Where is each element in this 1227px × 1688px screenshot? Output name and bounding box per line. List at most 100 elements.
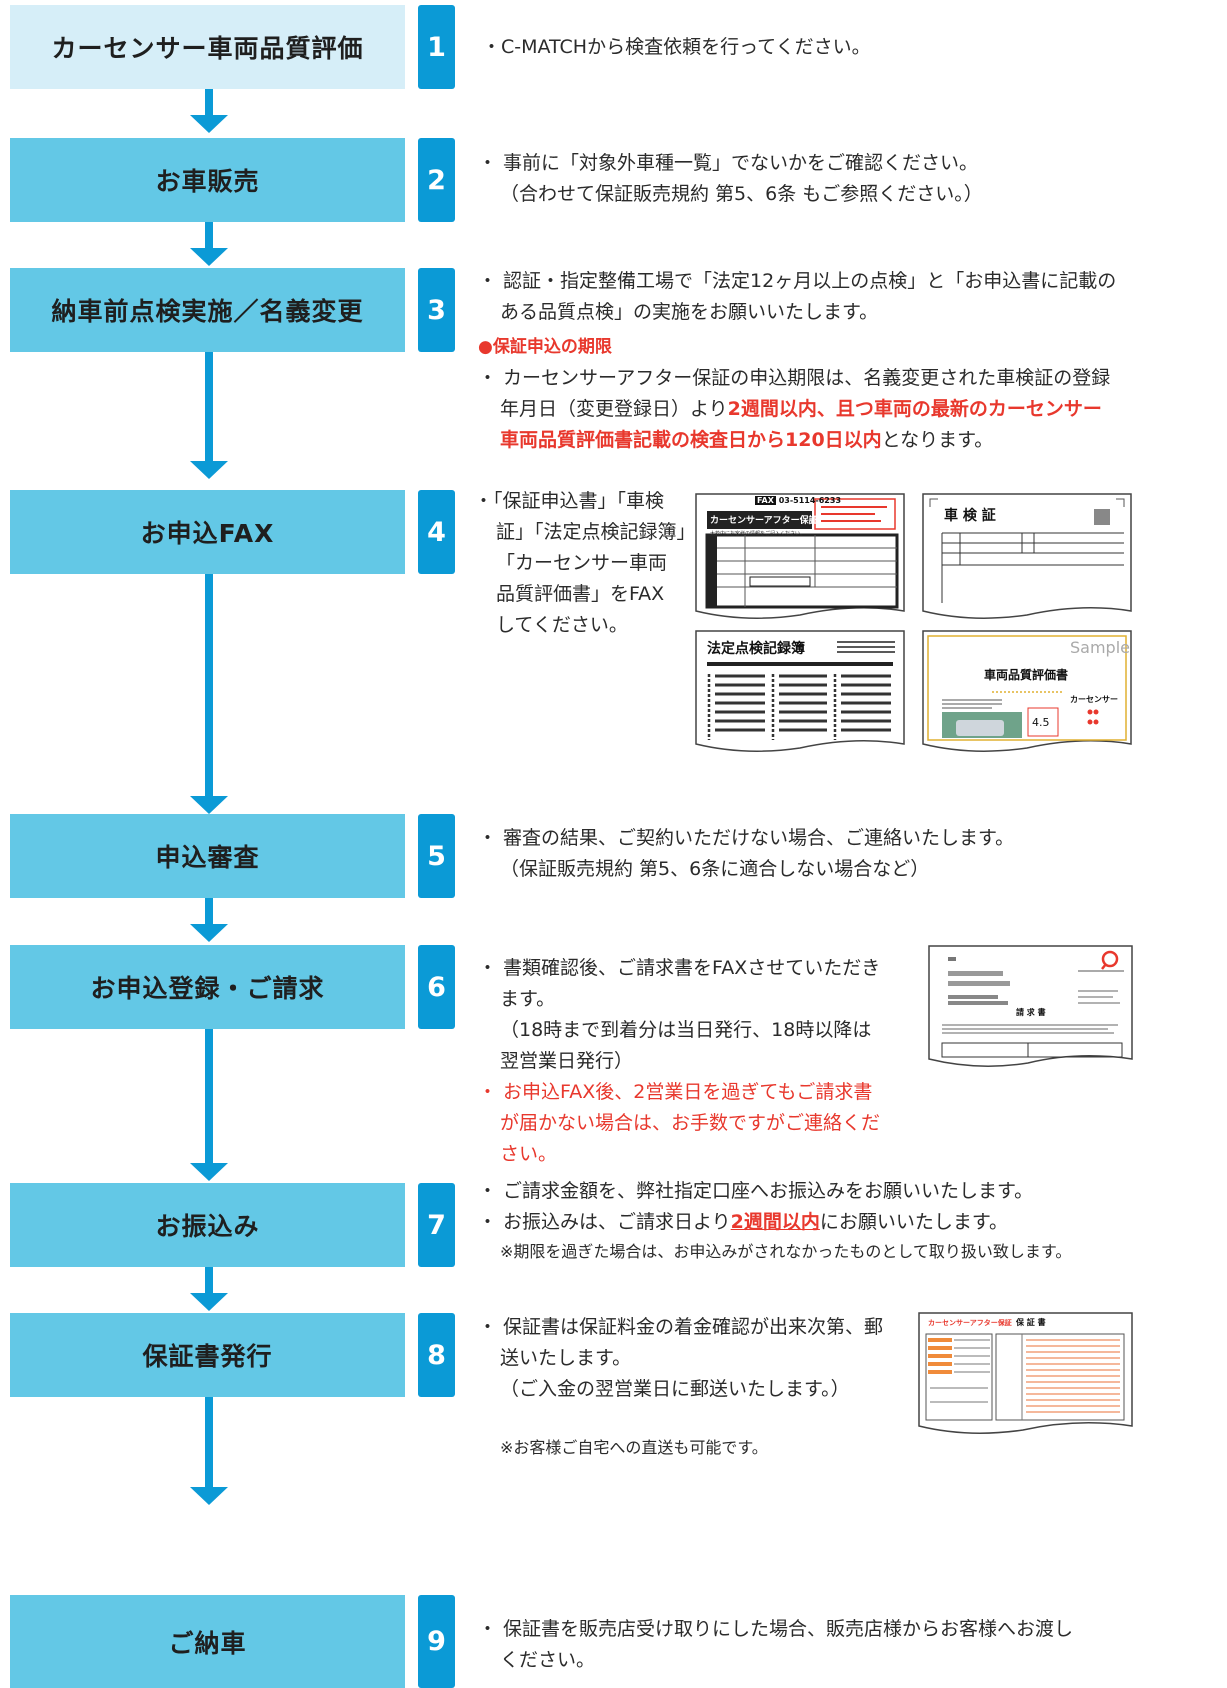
- step6-description: ・ 書類確認後、ご請求書をFAXさせていただき ます。 （18時まで到着分は当日…: [478, 953, 880, 1170]
- fax-application-form-thumbnail: FAX 03-5114-6233 カーセンサーアフター保証 太枠内にお客様の情報…: [695, 493, 905, 621]
- step-title: 申込審査: [155, 843, 260, 872]
- text-line: してください。: [496, 614, 628, 636]
- text-line: 年月日（変更登録日）より2週間以内、且つ車両の最新のカーセンサー: [478, 394, 1116, 425]
- inspection-record-graphic: [695, 630, 905, 752]
- step-box-4: お申込FAX: [10, 490, 405, 574]
- text-line: 送いたします。: [500, 1347, 632, 1369]
- flow-arrow-head: [190, 461, 228, 479]
- step3-description: ・ 認証・指定整備工場で「法定12ヶ月以上の点検」と「お申込書に記載の ある品質…: [478, 266, 1116, 456]
- flow-arrow-shaft: [205, 1267, 213, 1293]
- step4-description: ・「保証申込書」「車検 証」「法定点検記録簿」 「カーセンサー車両 品質評価書」…: [474, 486, 696, 641]
- text-line: ・ 保証書を販売店受け取りにした場合、販売店様からお客様へお渡し: [478, 1618, 1074, 1640]
- text-line: 証」「法定点検記録簿」: [496, 521, 696, 543]
- step-box-5: 申込審査: [10, 814, 405, 898]
- flow-arrow-shaft: [205, 1029, 213, 1163]
- step-number-4: 4: [418, 490, 455, 574]
- text-line: ・ 審査の結果、ご契約いただけない場合、ご連絡いたします。: [478, 827, 1015, 849]
- step-title: お申込FAX: [140, 519, 275, 548]
- invoice-graphic: [928, 945, 1133, 1067]
- text-line: ・ 事前に「対象外車種一覧」でないかをご確認ください。: [478, 152, 979, 174]
- shaken-title: 車 検 証: [944, 508, 996, 524]
- text-line: ます。: [500, 988, 556, 1010]
- warning-line: さい。: [500, 1143, 558, 1165]
- flow-arrow-head: [190, 248, 228, 266]
- step-title: カーセンサー車両品質評価: [51, 34, 364, 63]
- text-line: （ご入金の翌営業日に郵送いたします。）: [500, 1378, 850, 1400]
- warning-line: が届かない場合は、お手数ですがご連絡くだ: [500, 1112, 881, 1134]
- text-span: ・ お振込みは、ご請求日より: [478, 1211, 731, 1233]
- text-line: ・ 認証・指定整備工場で「法定12ヶ月以上の点検」と「お申込書に記載の: [478, 270, 1117, 292]
- flow-arrow-shaft: [205, 1397, 213, 1487]
- step7-description: ・ ご請求金額を、弊社指定口座へお振込みをお願いいたします。 ・ お振込みは、ご…: [478, 1176, 1071, 1266]
- fax-form-header: カーセンサーアフター保証: [710, 516, 818, 526]
- text-line: ・ 書類確認後、ご請求書をFAXさせていただき: [478, 957, 881, 979]
- warning-line: ・ お申込FAX後、2営業日を過ぎてもご請求書: [478, 1081, 873, 1103]
- note-text: ※お客様ご自宅への直送も可能です。: [500, 1438, 768, 1457]
- step-number-3: 3: [418, 268, 455, 352]
- deadline-emphasis: 2週間以内: [730, 1211, 820, 1233]
- step-box-1: カーセンサー車両品質評価: [10, 5, 405, 89]
- evaluation-score: 4.5: [1032, 716, 1050, 729]
- guarantee-certificate-graphic: [918, 1312, 1133, 1434]
- step-number-1: 1: [418, 5, 455, 89]
- quality-evaluation-title: 車両品質評価書: [984, 668, 1069, 682]
- step-number-6: 6: [418, 945, 455, 1029]
- step8-note: ※お客様ご自宅への直送も可能です。: [500, 1432, 768, 1463]
- step9-description: ・ 保証書を販売店受け取りにした場合、販売店様からお客様へお渡し ください。: [478, 1614, 1073, 1676]
- text-line: （合わせて保証販売規約 第5、6条 もご参照ください。）: [500, 183, 983, 205]
- flow-arrow-shaft: [205, 898, 213, 924]
- shaken-certificate-thumbnail: 車 検 証: [922, 493, 1132, 621]
- step-number-5: 5: [418, 814, 455, 898]
- step-number-8: 8: [418, 1313, 455, 1397]
- step-title: お申込登録・ご請求: [90, 974, 325, 1003]
- quality-evaluation-graphic: [922, 630, 1132, 752]
- step2-description: ・ 事前に「対象外車種一覧」でないかをご確認ください。 （合わせて保証販売規約 …: [478, 148, 983, 210]
- fax-number: FAX 03-5114-6233: [755, 496, 841, 505]
- step-title: 納車前点検実施／名義変更: [51, 297, 364, 326]
- step-number-9: 9: [418, 1595, 455, 1688]
- text-line: 「カーセンサー車両: [496, 552, 668, 574]
- certificate-header: カーセンサーアフター保証: [928, 1319, 1012, 1327]
- inspection-record-thumbnail: 法定点検記録簿: [695, 630, 905, 754]
- step5-description: ・ 審査の結果、ご契約いただけない場合、ご連絡いたします。 （保証販売規約 第5…: [478, 823, 1014, 885]
- note-text: ※期限を過ぎた場合は、お申込みがされなかったものとして取り扱い致します。: [500, 1242, 1072, 1261]
- step-number-7: 7: [418, 1183, 455, 1267]
- quality-evaluation-thumbnail: Sample 車両品質評価書 カーセンサー 4.5: [922, 630, 1132, 754]
- step-title: 保証書発行: [142, 1342, 273, 1371]
- flow-arrow-head: [190, 1487, 228, 1505]
- flow-arrow-shaft: [205, 222, 213, 248]
- step8-description: ・ 保証書は保証料金の着金確認が出来次第、郵 送いたします。 （ご入金の翌営業日…: [478, 1312, 883, 1405]
- flow-arrow-shaft: [205, 574, 213, 796]
- step-box-7: お振込み: [10, 1183, 405, 1267]
- flow-column: カーセンサー車両品質評価 お車販売 納車前点検実施／名義変更 お申込FAX 申込…: [0, 0, 440, 1688]
- text-line: ください。: [500, 1649, 596, 1671]
- certificate-title: 保 証 書: [1016, 1318, 1046, 1327]
- deadline-heading: ●保証申込の期限: [478, 337, 612, 357]
- text-line: （保証販売規約 第5、6条に適合しない場合など）: [500, 858, 930, 880]
- text-line: ・C-MATCHから検査依頼を行ってください。: [482, 36, 871, 58]
- text-span: となります。: [881, 429, 994, 451]
- flow-arrow-head: [190, 796, 228, 814]
- step1-description: ・C-MATCHから検査依頼を行ってください。: [482, 32, 871, 63]
- sample-watermark: Sample: [1070, 638, 1130, 657]
- flow-arrow-head: [190, 1163, 228, 1181]
- fax-number-text: 03-5114-6233: [778, 496, 842, 505]
- invoice-thumbnail: 請 求 書: [928, 945, 1133, 1069]
- step-number-2: 2: [418, 138, 455, 222]
- text-line: ある品質点検」の実施をお願いいたします。: [500, 301, 879, 323]
- step-title: ご納車: [168, 1628, 247, 1658]
- text-line: 車両品質評価書記載の検査日から120日以内となります。: [478, 425, 1116, 456]
- deadline-emphasis: 2週間以内、且つ車両の最新のカーセンサー: [727, 398, 1102, 420]
- shaken-graphic: [922, 493, 1132, 619]
- step-title: お振込み: [155, 1212, 260, 1241]
- text-line: ・ カーセンサーアフター保証の申込期限は、名義変更された車検証の登録: [478, 367, 1111, 389]
- step-title: お車販売: [155, 167, 260, 196]
- fax-form-note: 太枠内にお客様の情報をご記入ください。: [710, 531, 806, 537]
- step-box-9: ご納車: [10, 1595, 405, 1688]
- guarantee-certificate-thumbnail: カーセンサーアフター保証 保 証 書: [918, 1312, 1133, 1436]
- invoice-title: 請 求 書: [1016, 1008, 1046, 1017]
- text-line: ・「保証申込書」「車検: [474, 490, 665, 512]
- flow-arrow-head: [190, 115, 228, 133]
- text-line: （18時まで到着分は当日発行、18時以降は: [500, 1019, 872, 1041]
- step-box-6: お申込登録・ご請求: [10, 945, 405, 1029]
